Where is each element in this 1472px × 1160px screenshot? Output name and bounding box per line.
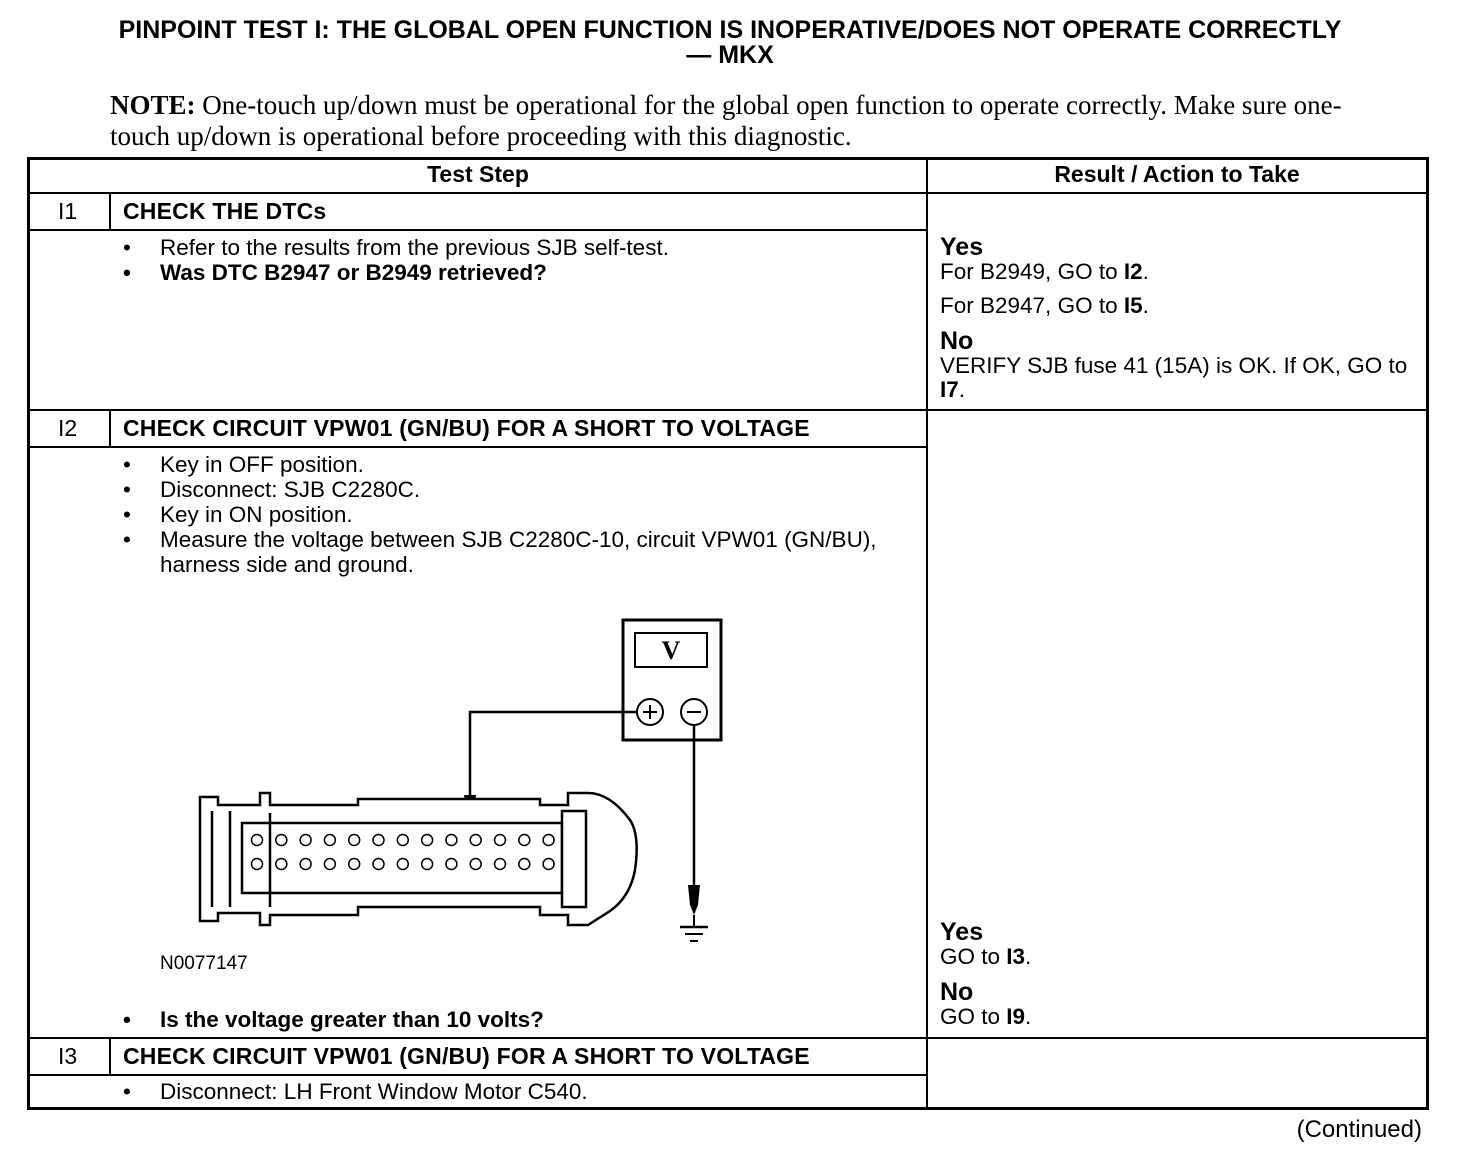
result-yes-a: For B2949, GO to I2. bbox=[940, 259, 1149, 284]
page-title: PINPOINT TEST I: THE GLOBAL OPEN FUNCTIO… bbox=[20, 18, 1440, 68]
connector-pin bbox=[275, 833, 288, 847]
ground-icon bbox=[680, 915, 708, 942]
connector-pin bbox=[469, 833, 482, 847]
step-id-divider-i2 bbox=[109, 409, 111, 447]
voltmeter-connector-diagram: V bbox=[198, 618, 723, 942]
connector-pin bbox=[493, 833, 507, 847]
connector-pin bbox=[542, 857, 555, 871]
connector-pin bbox=[445, 833, 458, 847]
result-i2: Yes GO to I3. No GO to I9. bbox=[940, 919, 1420, 1029]
list-item: Refer to the results from the previous S… bbox=[123, 235, 913, 260]
negative-probe bbox=[688, 885, 700, 915]
no-label: No bbox=[940, 327, 974, 355]
connector-pins bbox=[250, 833, 555, 871]
connector-pin bbox=[396, 833, 410, 847]
connector-pin bbox=[372, 833, 385, 847]
connector-c2280c bbox=[198, 791, 638, 927]
connector-pin bbox=[518, 857, 531, 871]
title-line-1: PINPOINT TEST I: THE GLOBAL OPEN FUNCTIO… bbox=[118, 16, 1342, 44]
connector-pin bbox=[518, 833, 531, 847]
question: Was DTC B2947 or B2949 retrieved? bbox=[123, 260, 913, 285]
step-id-divider-i3 bbox=[109, 1037, 111, 1075]
step-body-i3: Disconnect: LH Front Window Motor C540. bbox=[123, 1079, 883, 1104]
step-title-i1: CHECK THE DTCs bbox=[123, 198, 327, 224]
i1-i2-divider bbox=[27, 409, 1429, 411]
connector-pin bbox=[347, 857, 361, 871]
no-label: No bbox=[940, 978, 974, 1006]
i2-i3-divider bbox=[27, 1037, 1429, 1039]
result-no: GO to I9. bbox=[940, 1004, 1032, 1029]
connector-pin bbox=[493, 857, 507, 871]
header-result: Result / Action to Take bbox=[1054, 161, 1300, 187]
voltmeter-display bbox=[634, 632, 708, 668]
list-item: Measure the voltage between SJB C2280C-1… bbox=[123, 527, 883, 577]
connector-pin bbox=[542, 833, 555, 847]
connector-pin bbox=[250, 857, 264, 871]
list-item: Key in ON position. bbox=[123, 502, 883, 527]
connector-pin bbox=[396, 857, 410, 871]
connector-pin bbox=[445, 857, 458, 871]
i1-title-divider bbox=[27, 229, 927, 231]
note-text: One-touch up/down must be operational fo… bbox=[110, 90, 1342, 151]
connector-pin bbox=[420, 833, 434, 847]
connector-pin bbox=[299, 857, 312, 871]
step-body-i1: Refer to the results from the previous S… bbox=[123, 235, 913, 285]
connector-pin bbox=[323, 833, 337, 847]
note-label: NOTE: bbox=[110, 90, 196, 120]
connector-pin bbox=[420, 857, 434, 871]
figure-id: N0077147 bbox=[160, 953, 248, 974]
voltmeter-symbol: V bbox=[662, 636, 681, 665]
connector-pin bbox=[372, 857, 385, 871]
header-divider bbox=[27, 192, 1429, 194]
step-title-i2: CHECK CIRCUIT VPW01 (GN/BU) FOR A SHORT … bbox=[123, 415, 810, 441]
question: Is the voltage greater than 10 volts? bbox=[123, 1007, 883, 1032]
connector-pin bbox=[299, 833, 312, 847]
step-question-i2: Is the voltage greater than 10 volts? bbox=[123, 1007, 883, 1032]
connector-pin bbox=[323, 857, 337, 871]
step-body-i2: Key in OFF position. Disconnect: SJB C22… bbox=[123, 452, 883, 577]
connector-pin bbox=[347, 833, 361, 847]
title-line-2: — MKX bbox=[686, 41, 774, 69]
list-item: Disconnect: SJB C2280C. bbox=[123, 477, 883, 502]
note: NOTE: One-touch up/down must be operatio… bbox=[110, 90, 1360, 152]
header-test-step: Test Step bbox=[427, 161, 529, 187]
step-id-i2: I2 bbox=[58, 415, 78, 441]
step-id-divider-i1 bbox=[109, 192, 111, 230]
list-item: Key in OFF position. bbox=[123, 452, 883, 477]
step-id-i1: I1 bbox=[58, 198, 78, 224]
connector-pin bbox=[250, 833, 264, 847]
yes-label: Yes bbox=[940, 233, 984, 261]
step-title-i3: CHECK CIRCUIT VPW01 (GN/BU) FOR A SHORT … bbox=[123, 1043, 810, 1069]
pinpoint-test-table bbox=[27, 157, 1429, 1110]
result-i1: Yes For B2949, GO to I2. For B2947, GO t… bbox=[940, 234, 1420, 402]
continued-label: (Continued) bbox=[1296, 1116, 1422, 1143]
step-id-i3: I3 bbox=[58, 1043, 78, 1069]
list-item: Disconnect: LH Front Window Motor C540. bbox=[123, 1079, 883, 1104]
column-divider bbox=[926, 157, 928, 1110]
result-no: VERIFY SJB fuse 41 (15A) is OK. If OK, G… bbox=[940, 353, 1408, 402]
yes-label: Yes bbox=[940, 918, 984, 946]
result-yes: GO to I3. bbox=[940, 944, 1032, 969]
positive-lead bbox=[468, 710, 637, 795]
result-yes-b: For B2947, GO to I5. bbox=[940, 293, 1149, 318]
i2-title-divider bbox=[27, 446, 927, 448]
i3-title-divider bbox=[27, 1074, 927, 1076]
connector-pin bbox=[469, 857, 482, 871]
connector-pin bbox=[275, 857, 288, 871]
